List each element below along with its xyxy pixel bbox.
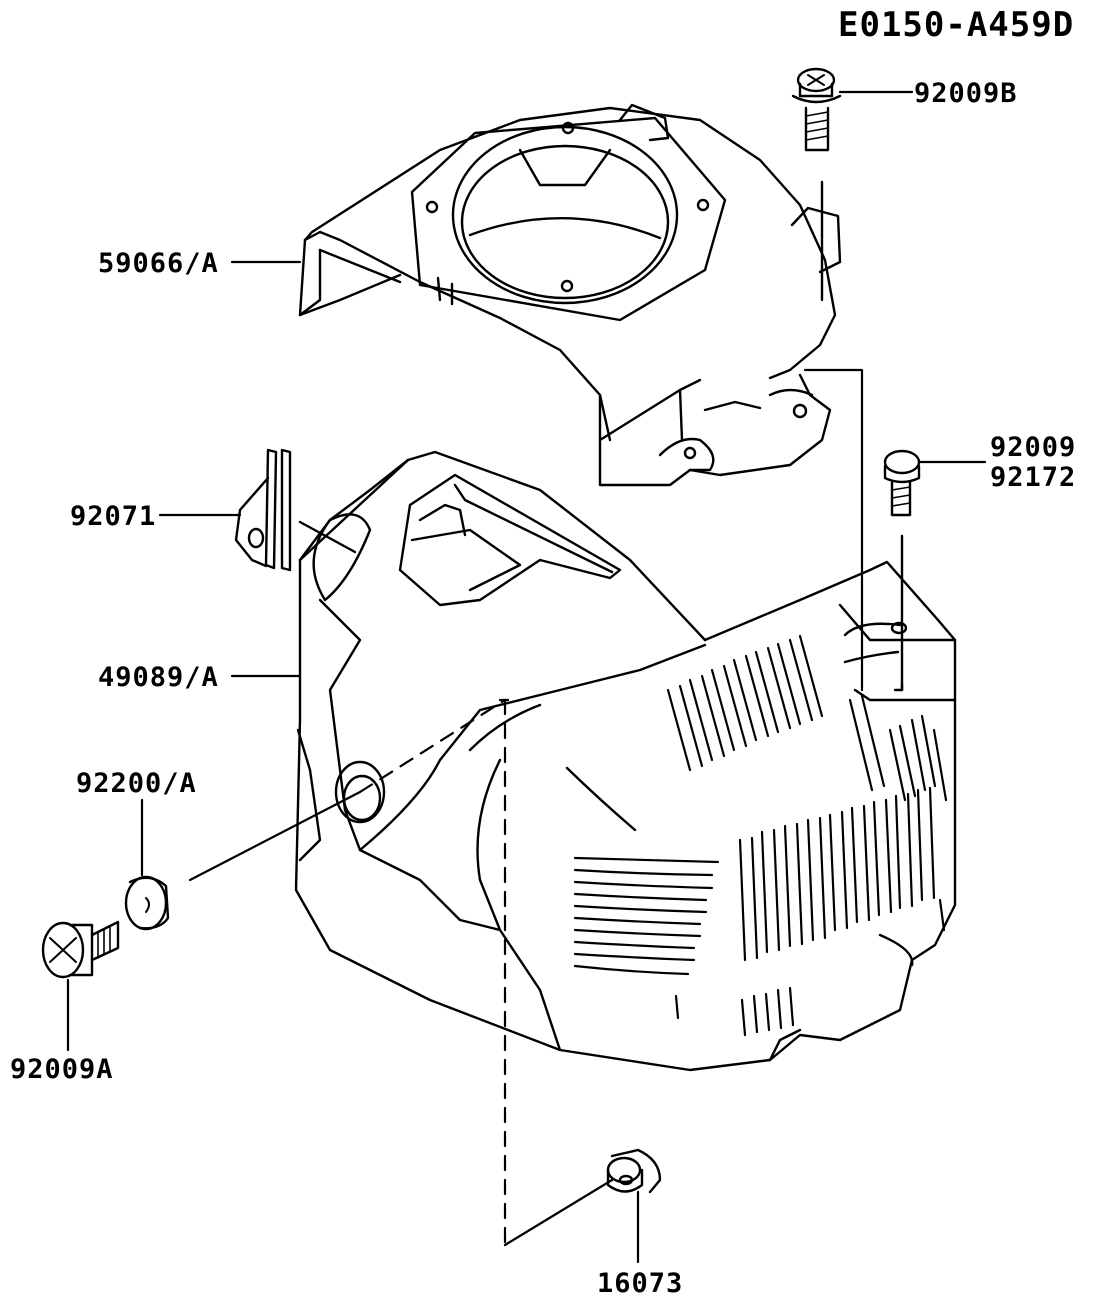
label-cover: 49089/A bbox=[98, 662, 219, 693]
fan-housing-drawing bbox=[300, 105, 840, 485]
grommet-16073-drawing bbox=[608, 1150, 660, 1192]
callout-lines bbox=[68, 92, 985, 1262]
cover-vents-left bbox=[575, 858, 718, 1018]
washer-92200a-drawing bbox=[126, 877, 168, 929]
cover-vents bbox=[668, 636, 946, 1035]
seal-92071-drawing bbox=[236, 450, 355, 570]
label-grommet: 16073 bbox=[597, 1268, 684, 1299]
label-fan-housing: 59066/A bbox=[98, 248, 219, 279]
label-screw-left: 92009A bbox=[10, 1054, 114, 1085]
label-seal: 92071 bbox=[70, 501, 157, 532]
screw-92009-drawing bbox=[885, 451, 919, 690]
label-screw-right-a: 92009 bbox=[990, 432, 1077, 463]
label-screw-right-b: 92172 bbox=[990, 462, 1077, 493]
diagram-code: E0150-A459D bbox=[838, 5, 1075, 45]
label-screw-top: 92009B bbox=[914, 78, 1018, 109]
label-washer: 92200/A bbox=[76, 768, 197, 799]
screw-92009b-drawing bbox=[793, 69, 840, 300]
cover-drawing bbox=[296, 452, 955, 1070]
screw-92009a-drawing bbox=[43, 922, 118, 977]
